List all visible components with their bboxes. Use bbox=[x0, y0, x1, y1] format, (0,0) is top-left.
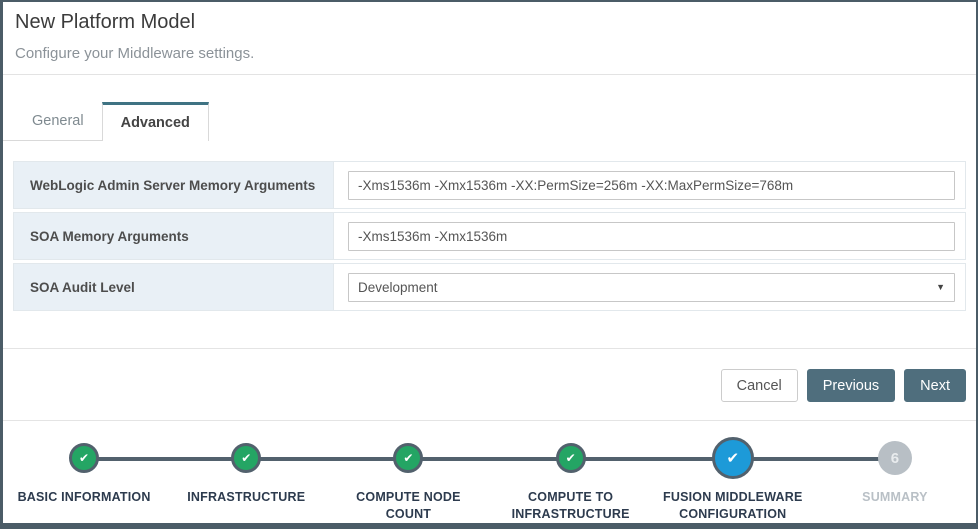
previous-button[interactable]: Previous bbox=[806, 369, 896, 402]
wizard-connector-line bbox=[84, 457, 895, 461]
soa-audit-level-cell: Development ▼ bbox=[334, 264, 965, 310]
soa-audit-level-select[interactable]: Development ▼ bbox=[348, 272, 955, 302]
dialog-header: New Platform Model Configure your Middle… bbox=[3, 2, 976, 75]
wizard-progress-bar: ✔ BASIC INFORMATION ✔ INFRASTRUCTURE ✔ bbox=[3, 421, 976, 523]
tab-bar-rest bbox=[209, 102, 976, 141]
divider bbox=[3, 420, 976, 421]
soa-memory-input[interactable] bbox=[348, 221, 955, 251]
soa-memory-label: SOA Memory Arguments bbox=[14, 213, 334, 259]
divider bbox=[3, 348, 976, 349]
wizard-step-infrastructure: ✔ INFRASTRUCTURE bbox=[165, 436, 327, 523]
wizard-step-label: SUMMARY bbox=[862, 490, 928, 504]
wizard-step-summary: 6 SUMMARY bbox=[814, 436, 976, 523]
step-circle-upcoming: 6 bbox=[877, 441, 912, 475]
wizard-step-label: COMPUTE NODE COUNT bbox=[356, 490, 461, 521]
wizard-step-fusion-middleware-configuration: ✔ FUSION MIDDLEWARE CONFIGURATION bbox=[652, 436, 814, 523]
weblogic-memory-label: WebLogic Admin Server Memory Arguments bbox=[14, 162, 334, 208]
step-circle-completed[interactable]: ✔ bbox=[231, 443, 262, 473]
soa-audit-level-value: Development bbox=[358, 279, 438, 295]
soa-audit-level-label: SOA Audit Level bbox=[14, 264, 334, 310]
check-icon: ✔ bbox=[79, 451, 90, 465]
check-icon: ✔ bbox=[565, 451, 576, 465]
button-bar: Cancel Previous Next bbox=[3, 349, 976, 420]
step-circle-completed[interactable]: ✔ bbox=[555, 443, 586, 473]
wizard-steps: ✔ BASIC INFORMATION ✔ INFRASTRUCTURE ✔ bbox=[3, 436, 976, 523]
check-icon: ✔ bbox=[403, 451, 414, 465]
next-button[interactable]: Next bbox=[904, 369, 966, 402]
tab-bar: General Advanced bbox=[3, 102, 976, 141]
form-row-weblogic-memory: WebLogic Admin Server Memory Arguments bbox=[13, 161, 966, 209]
cancel-button[interactable]: Cancel bbox=[720, 369, 798, 402]
wizard-step-compute-node-count: ✔ COMPUTE NODE COUNT bbox=[327, 436, 489, 523]
wizard-step-label: INFRASTRUCTURE bbox=[187, 490, 306, 504]
tab-advanced[interactable]: Advanced bbox=[101, 102, 209, 141]
step-number: 6 bbox=[890, 449, 900, 467]
check-icon: ✔ bbox=[241, 451, 252, 465]
wizard-step-compute-to-infrastructure-mapping: ✔ COMPUTE TO INFRASTRUCTURE MAPPING bbox=[490, 436, 652, 523]
page-subtitle: Configure your Middleware settings. bbox=[15, 45, 255, 62]
check-icon: ✔ bbox=[726, 449, 740, 467]
wizard-step-label: BASIC INFORMATION bbox=[17, 490, 151, 504]
wizard-step-label: COMPUTE TO INFRASTRUCTURE MAPPING bbox=[511, 490, 630, 521]
chevron-down-icon: ▼ bbox=[936, 282, 945, 292]
form-row-soa-audit-level: SOA Audit Level Development ▼ bbox=[13, 263, 966, 311]
weblogic-memory-cell bbox=[334, 162, 965, 208]
wizard-step-label: FUSION MIDDLEWARE CONFIGURATION bbox=[663, 490, 803, 521]
step-circle-completed[interactable]: ✔ bbox=[393, 443, 424, 473]
soa-memory-cell bbox=[334, 213, 965, 259]
middleware-settings-form: WebLogic Admin Server Memory Arguments S… bbox=[13, 161, 966, 311]
form-row-soa-memory: SOA Memory Arguments bbox=[13, 212, 966, 260]
tab-general[interactable]: General bbox=[14, 102, 102, 141]
tab-spacer bbox=[3, 102, 14, 141]
step-circle-current[interactable]: ✔ bbox=[711, 437, 754, 479]
page-title: New Platform Model bbox=[15, 11, 196, 33]
wizard-step-basic-information: ✔ BASIC INFORMATION bbox=[3, 436, 165, 523]
step-circle-completed[interactable]: ✔ bbox=[69, 443, 100, 473]
weblogic-memory-input[interactable] bbox=[348, 170, 955, 200]
